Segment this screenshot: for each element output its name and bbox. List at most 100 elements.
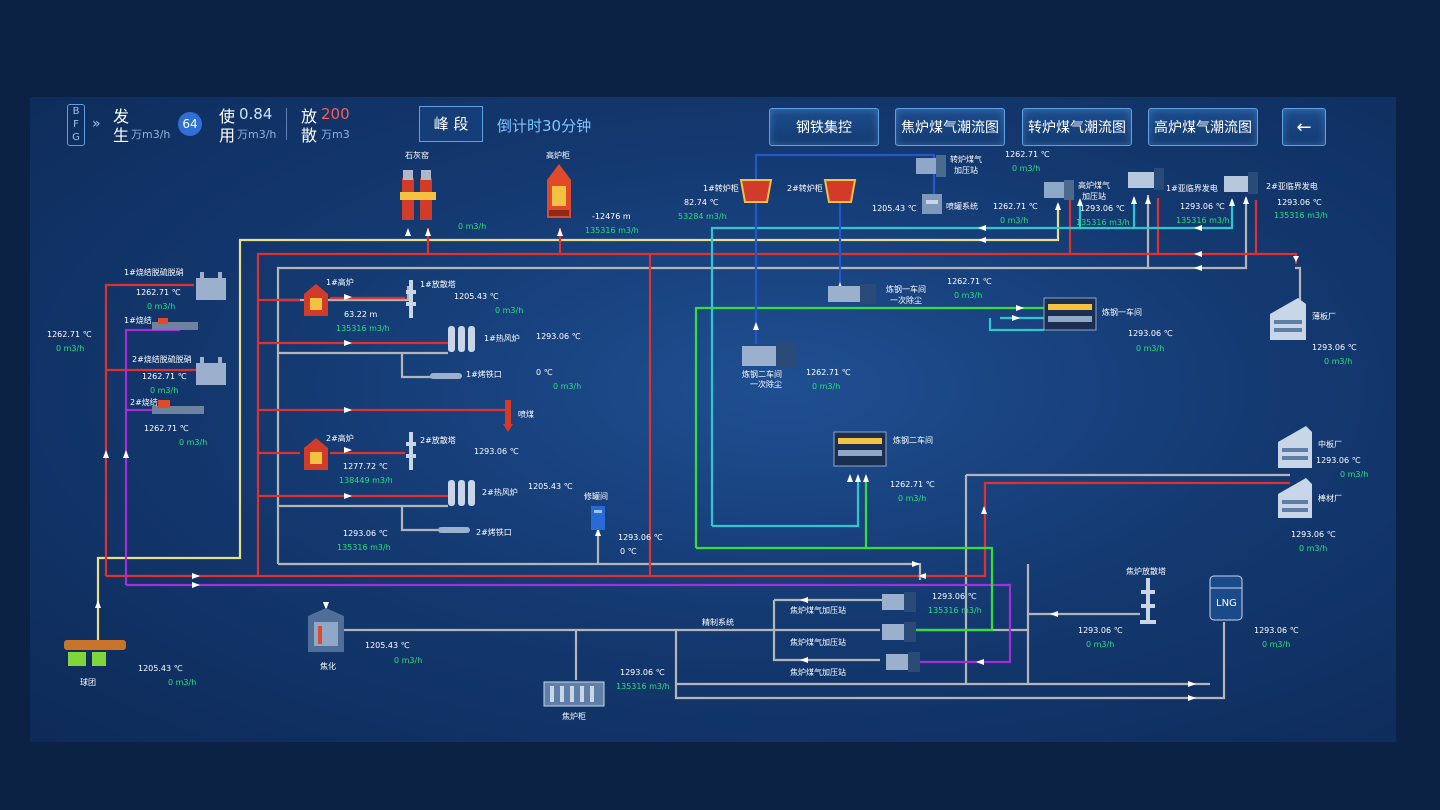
s2-temp: 1262.71 ℃ [144,424,189,433]
subcritical2-flow: 135316 m3/h [1274,211,1328,220]
bf-booster-flow: 135316 m3/h [1076,218,1130,227]
sinter-denitration1-label: 1#烧结脱硫脱硝 [124,268,184,277]
bar-mill-temp: 1293.06 ℃ [1291,530,1336,539]
lng-flow: 0 m3/h [1262,640,1291,649]
steel2-dust-label2: 一次除尘 [750,380,782,389]
limekiln-flow: 0 m3/h [458,222,487,231]
use-unit: 万m3/h [237,128,277,141]
steel1-workshop-icon [1043,297,1097,331]
converter2-temp: 1205.43 ℃ [872,204,917,213]
sinter1-icon [152,318,198,330]
steel-control-button[interactable]: 钢铁集控 [769,108,879,146]
coking-plant-icon [308,608,344,652]
cog-booster3-label: 焦炉煤气加压站 [790,668,846,677]
thin-plate-label: 薄板厂 [1312,312,1336,321]
use-value: 0.84 [239,105,273,123]
hotblast1-label: 1#热风炉 [484,334,520,343]
cog-cabinet-temp: 1293.06 ℃ [620,668,665,677]
back-arrow-icon[interactable]: ← [1282,108,1326,146]
release-tower1-icon [406,280,416,318]
medium-plate-temp: 1293.06 ℃ [1316,456,1361,465]
release-label-bottom: 散 [301,126,318,145]
sd2-temp: 1262.71 ℃ [142,372,187,381]
converter-booster-icon [916,155,946,177]
bar-mill-flow: 0 m3/h [1299,544,1328,553]
subcritical2-icon [1224,172,1258,194]
subcritical1-icon [1128,168,1164,190]
bar-mill-icon [1278,478,1312,518]
blast-gas-flow-button[interactable]: 高炉煤气潮流图 [1148,108,1258,146]
bfg-letter: B [72,106,80,117]
spray-system-label: 喷罐系统 [946,202,978,211]
bf-cabinet-label: 高炉柜 [546,151,570,160]
spray-system-icon [922,194,942,214]
left-flow: 0 m3/h [56,344,85,353]
gen-unit: 万m3/h [131,128,171,141]
coke-gas-flow-button[interactable]: 焦炉煤气潮流图 [895,108,1005,146]
pellet-temp: 1205.43 ℃ [138,664,183,673]
steel1-workshop-label: 炼钢一车间 [1102,308,1142,317]
cog-release-flow: 0 m3/h [1086,640,1115,649]
hotblast2-label: 2#热风炉 [482,488,518,497]
converter-gas-flow-button[interactable]: 转炉煤气潮流图 [1022,108,1132,146]
gen-value-badge: 64 [178,112,202,136]
release-unit: 万m3 [321,128,350,141]
release1-label: 1#放散塔 [420,280,456,289]
bf-cabinet-flow: 135316 m3/h [585,226,639,235]
bf-booster-temp: 1293.06 ℃ [1080,204,1125,213]
steel1-temp: 1293.06 ℃ [1128,329,1173,338]
medium-plate-label: 中板厂 [1318,440,1342,449]
pipe-grey-cog1 [772,600,880,662]
lng-temp: 1293.06 ℃ [1254,626,1299,635]
steel2-dust-flow: 0 m3/h [812,382,841,391]
medium-plate-flow: 0 m3/h [1340,470,1369,479]
gen-label-top: 发 [113,107,130,126]
repair-c: 0 ℃ [620,547,637,556]
bf1-flow: 135316 m3/h [336,324,390,333]
bfg-badge: B F G [67,104,85,146]
release-value: 200 [321,105,350,123]
release1-flow: 0 m3/h [495,306,524,315]
cog-booster2-label: 焦炉煤气加压站 [790,638,846,647]
steel2-dust-icon [742,342,796,368]
middle-flow: 0 m3/h [954,291,983,300]
steel1-dust-label: 炼钢一车间 [886,285,926,294]
ladle2-icon [438,527,470,533]
steel2-workshop-icon [833,431,887,467]
hb2-temp: 1293.06 ℃ [343,529,388,538]
s2-flow: 0 m3/h [179,438,208,447]
subcritical1-label: 1#亚临界发电 [1166,184,1218,193]
bf-booster-label: 高炉煤气 [1078,181,1110,190]
steel2-dust-label: 炼钢二车间 [742,370,782,379]
peak-period-badge: 峰 段 [419,106,483,142]
subcritical1-temp: 1293.06 ℃ [1180,202,1225,211]
sinter-denitration2-label: 2#烧结脱硫脱硝 [132,355,192,364]
steel2-dust-temp: 1262.71 ℃ [806,368,851,377]
lng-tank-icon [1209,575,1243,621]
use-label-bottom: 用 [219,126,236,145]
bf1-icon [304,284,328,316]
top-temp-2: 1262.71 ℃ [993,202,1038,211]
pipe-grey-bottom [278,562,922,580]
pellet-label: 球团 [80,678,96,687]
converter2-label: 2#转炉柜 [787,184,823,193]
limekiln-label: 石灰窑 [405,151,429,160]
sinter2-label: 2#烧结 [130,398,158,407]
converter-booster-label: 转炉煤气 [950,155,982,164]
cog-booster1-temp: 1293.06 ℃ [932,592,977,601]
bar-mill-label: 棒材厂 [1318,494,1342,503]
refine-system-label: 精制系统 [702,618,734,627]
ladle1-temp: 0 ℃ [536,368,553,377]
release-label-top: 放 [301,107,318,126]
cog-booster2-icon [882,622,916,642]
top-flow-1: 0 m3/h [1012,164,1041,173]
repair-room-icon [591,506,605,530]
release-tower2-icon [406,432,416,470]
blast-furnace-cabinet-icon [547,164,571,218]
converter2-icon [823,179,857,203]
pipe-purple-3 [126,583,1012,664]
converter1-label: 1#转炉柜 [703,184,739,193]
release2-temp: 1293.06 ℃ [474,447,519,456]
cog-cabinet-flow: 135316 m3/h [616,682,670,691]
cog-release-tower-icon [1140,578,1156,624]
